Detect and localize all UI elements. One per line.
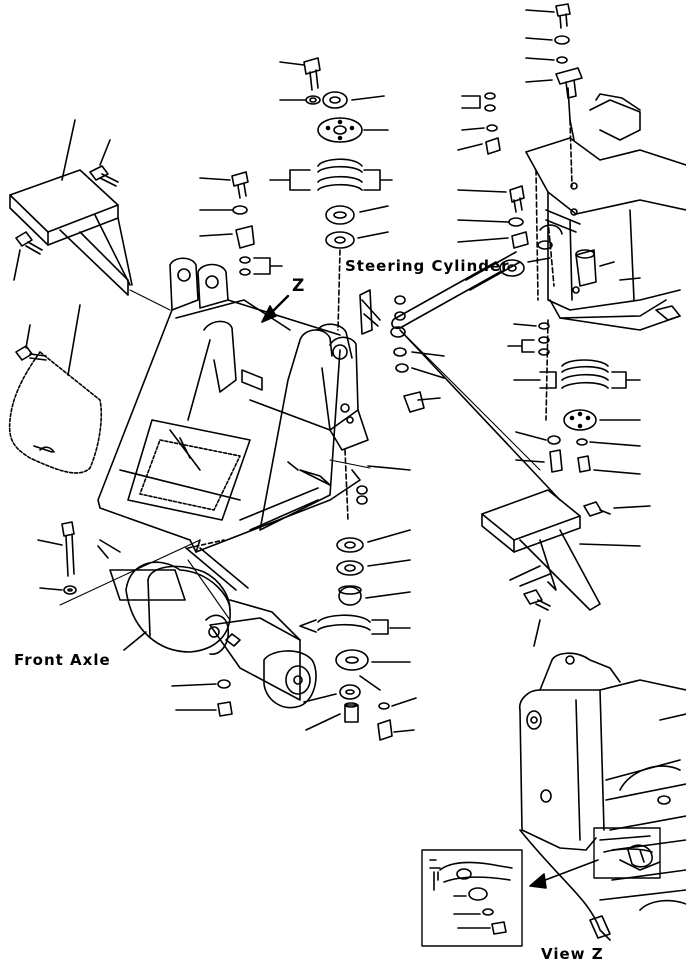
right-fender (481, 489, 651, 611)
left-fender (9, 119, 133, 296)
steering-cylinder-label: Steering Cylinder (345, 257, 510, 275)
rear-frame (525, 87, 686, 421)
panel-bolt (15, 304, 81, 376)
axle-nut-washer (171, 679, 233, 717)
fender-bolt-upper (89, 139, 119, 187)
assembly-lines (59, 289, 541, 621)
rear-upper-parts (457, 3, 583, 250)
rear-pivot-stack (507, 322, 641, 475)
lower-pivot-stack (299, 449, 417, 741)
axle-mount-bolt (37, 521, 121, 595)
cylinder-pin-parts (359, 289, 561, 501)
front-axle-label: Front Axle (14, 651, 111, 669)
front-frame (97, 257, 369, 553)
upper-pivot-stack (269, 57, 393, 331)
front-axle-leader (123, 631, 147, 651)
left-pin-parts (199, 171, 283, 276)
front-axle (97, 539, 317, 709)
view-z-inset (421, 849, 523, 947)
view-z-label: View Z (541, 945, 604, 961)
fender-bolt-left (13, 231, 43, 281)
view-z-frame (518, 652, 686, 941)
view-z-arrow (261, 294, 290, 323)
right-fender-bolt (523, 589, 551, 647)
z-arrow-label: Z (292, 276, 306, 296)
steering-cylinder (390, 251, 551, 338)
left-mud-panel (8, 351, 103, 474)
